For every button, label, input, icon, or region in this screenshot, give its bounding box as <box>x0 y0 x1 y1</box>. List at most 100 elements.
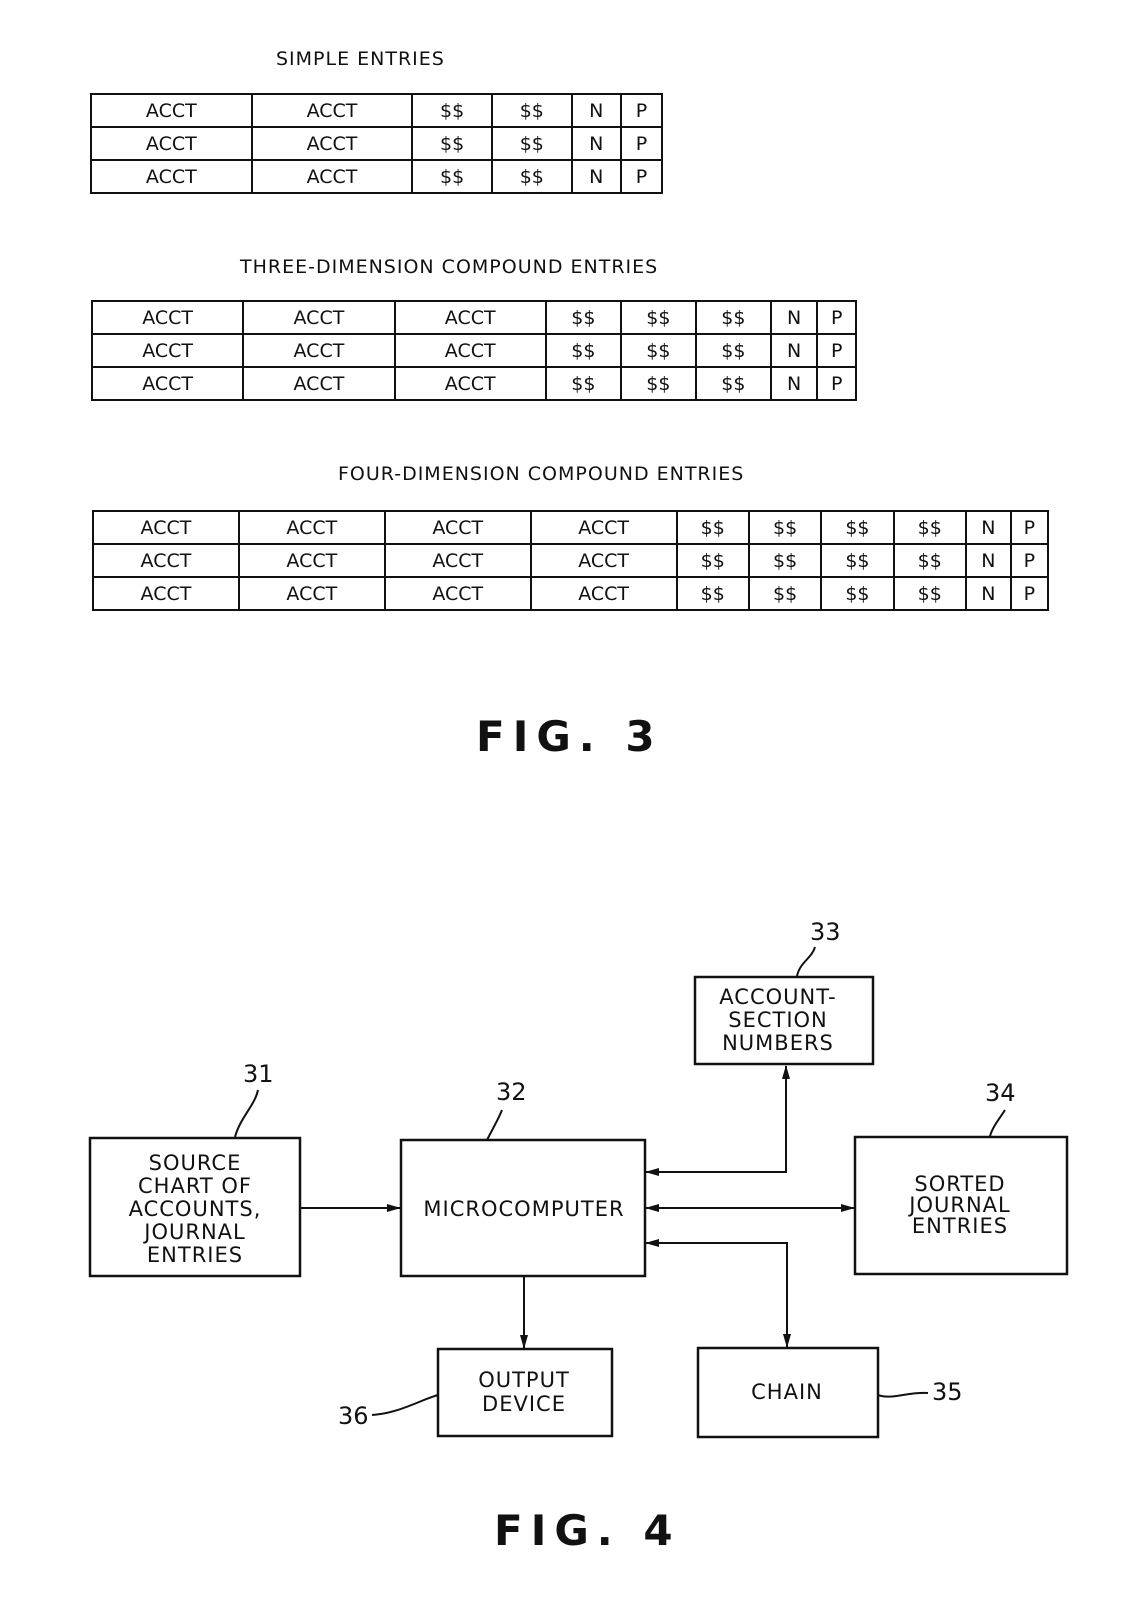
table-cell: $$ <box>675 576 750 611</box>
leader-32 <box>486 1109 503 1141</box>
ref-35: 35 <box>932 1378 963 1406</box>
table-cell: P <box>619 159 664 194</box>
table-cell: $$ <box>694 333 772 368</box>
label-line: ACCOUNTS, <box>129 1197 262 1221</box>
four-dimension-title: FOUR-DIMENSION COMPOUND ENTRIES <box>338 463 745 485</box>
table-cell: N <box>769 333 819 368</box>
table-cell: $$ <box>892 510 967 545</box>
table-cell: $$ <box>619 333 697 368</box>
label-line: CHAIN <box>751 1380 823 1404</box>
table-cell: P <box>1009 510 1050 545</box>
label-line: OUTPUT <box>478 1368 570 1392</box>
table-cell: ACCT <box>383 543 532 578</box>
table-cell: $$ <box>892 576 967 611</box>
table-cell: $$ <box>411 126 493 161</box>
table-cell: ACCT <box>90 333 245 368</box>
table-cell: $$ <box>544 333 622 368</box>
table-cell: $$ <box>490 93 573 128</box>
table-cell: ACCT <box>237 510 386 545</box>
fig4-label: FIG. 4 <box>494 1506 681 1555</box>
ref-33: 33 <box>810 918 841 946</box>
label-line: SECTION <box>728 1008 828 1032</box>
table-cell: $$ <box>544 300 622 335</box>
table-cell: $$ <box>820 510 895 545</box>
ref-34: 34 <box>985 1079 1016 1107</box>
table-cell: ACCT <box>242 366 396 401</box>
table-cell: ACCT <box>92 510 240 545</box>
table-cell: ACCT <box>90 159 253 194</box>
label-line: NUMBERS <box>722 1031 834 1055</box>
leader-34 <box>989 1109 1006 1137</box>
label-line: JOURNAL <box>907 1193 1010 1217</box>
sorted-journal-box <box>853 1135 1069 1276</box>
table-cell: N <box>964 543 1012 578</box>
table-cell: P <box>816 300 857 335</box>
arrow-micro-chain <box>645 1239 791 1348</box>
table-cell: ACCT <box>90 366 245 401</box>
chain-box <box>696 1346 880 1439</box>
table-cell: N <box>570 159 622 194</box>
table-cell: ACCT <box>92 543 240 578</box>
table-cell: $$ <box>820 543 895 578</box>
table-cell: ACCT <box>393 366 547 401</box>
simple-entries-title: SIMPLE ENTRIES <box>276 48 445 70</box>
label-line: SOURCE <box>149 1151 242 1175</box>
three-dimension-title: THREE-DIMENSION COMPOUND ENTRIES <box>240 256 659 278</box>
table-cell: P <box>816 366 857 401</box>
leader-36 <box>371 1394 439 1416</box>
table-cell: $$ <box>694 300 772 335</box>
table-cell: ACCT <box>237 576 386 611</box>
ref-31: 31 <box>243 1060 274 1088</box>
table-cell: N <box>769 300 819 335</box>
table-cell: ACCT <box>529 510 678 545</box>
table-cell: $$ <box>675 543 750 578</box>
table-cell: ACCT <box>92 576 240 611</box>
chain-label: CHAIN <box>751 1380 823 1404</box>
table-cell: ACCT <box>393 333 547 368</box>
table-cell: $$ <box>411 93 493 128</box>
label-line: CHART OF <box>138 1174 252 1198</box>
account-section-box <box>693 975 875 1066</box>
table-cell: ACCT <box>250 93 414 128</box>
leader-31 <box>234 1089 259 1138</box>
table-cell: N <box>964 576 1012 611</box>
table-cell: ACCT <box>383 576 532 611</box>
table-cell: N <box>570 93 622 128</box>
table-cell: ACCT <box>242 300 396 335</box>
table-cell: $$ <box>619 300 697 335</box>
table-cell: $$ <box>747 543 823 578</box>
microcomputer-label: MICROCOMPUTER <box>423 1197 624 1221</box>
table-cell: ACCT <box>237 543 386 578</box>
fig3-label: FIG. 3 <box>476 712 663 761</box>
table-cell: N <box>570 126 622 161</box>
table-cell: ACCT <box>529 543 678 578</box>
table-cell: $$ <box>694 366 772 401</box>
table-cell: P <box>619 126 664 161</box>
table-cell: P <box>1009 543 1050 578</box>
ref-36: 36 <box>338 1402 369 1430</box>
table-cell: $$ <box>490 126 573 161</box>
table-cell: $$ <box>490 159 573 194</box>
table-cell: ACCT <box>250 126 414 161</box>
label-line: JOURNAL <box>142 1220 245 1244</box>
table-cell: P <box>816 333 857 368</box>
table-cell: $$ <box>747 576 823 611</box>
table-cell: P <box>1009 576 1050 611</box>
table-cell: ACCT <box>250 159 414 194</box>
table-cell: $$ <box>544 366 622 401</box>
table-cell: ACCT <box>393 300 547 335</box>
